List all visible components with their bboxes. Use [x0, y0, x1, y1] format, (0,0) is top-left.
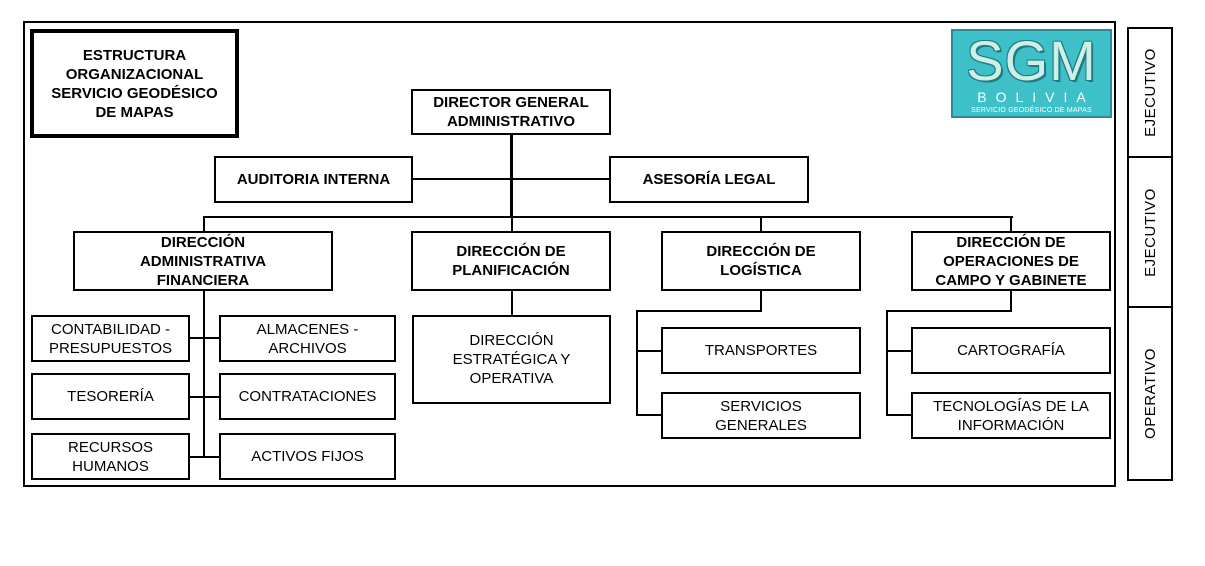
connector-logistics-spine [636, 310, 638, 416]
level-label-text: EJECUTIVO [1141, 187, 1159, 277]
level-label-executive-middle: EJECUTIVO [1127, 156, 1173, 308]
warehouses-archives-box: ALMACENES - ARCHIVOS [219, 315, 396, 362]
level-label-text: EJECUTIVO [1141, 48, 1159, 137]
connector-directorates-bus [203, 216, 1013, 218]
logo-country: BOLIVIA [977, 89, 1095, 105]
connector-it [886, 414, 912, 416]
planning-directorate-box: DIRECCIÓN DE PLANIFICACIÓN [411, 231, 611, 291]
connector-admin-drop [203, 216, 205, 233]
chart-title: ESTRUCTURA ORGANIZACIONAL SERVICIO GEODÉ… [30, 29, 239, 138]
human-resources-box: RECURSOS HUMANOS [31, 433, 190, 480]
connector-general [636, 414, 662, 416]
admin-finance-directorate-box: DIRECCIÓN ADMINISTRATIVA FINANCIERA [73, 231, 333, 291]
connector-logistics-across [636, 310, 762, 312]
general-services-box: SERVICIOS GENERALES [661, 392, 861, 439]
information-technology-box: TECNOLOGÍAS DE LA INFORMACIÓN [911, 392, 1111, 439]
connector-treasury [188, 396, 220, 398]
chart-frame [23, 21, 1116, 487]
connector-operations-across [886, 310, 1012, 312]
connector-accounting [188, 337, 220, 339]
treasury-box: TESORERÍA [31, 373, 190, 420]
legal-advisory-box: ASESORÍA LEGAL [609, 156, 809, 203]
cartography-box: CARTOGRAFÍA [911, 327, 1111, 374]
logo-tagline: SERVICIO GEODÉSICO DE MAPAS [971, 107, 1092, 114]
connector-operations-down [1010, 290, 1012, 311]
connector-cartography [886, 350, 912, 352]
connector-admin-spine [203, 290, 205, 458]
procurement-box: CONTRATACIONES [219, 373, 396, 420]
connector-transport [636, 350, 662, 352]
level-label-operative: OPERATIVO [1127, 306, 1173, 481]
accounting-budget-box: CONTABILIDAD - PRESUPUESTOS [31, 315, 190, 362]
connector-logistics-down [760, 290, 762, 311]
connector-planning-drop [511, 216, 513, 233]
operations-directorate-box: DIRECCIÓN DE OPERACIONES DE CAMPO Y GABI… [911, 231, 1111, 291]
strategic-operational-box: DIRECCIÓN ESTRATÉGICA Y OPERATIVA [412, 315, 611, 404]
connector-hr [188, 456, 220, 458]
director-general-box: DIRECTOR GENERAL ADMINISTRATIVO [411, 89, 611, 135]
connector-planning-child [511, 290, 513, 316]
connector-staff [411, 178, 611, 180]
connector-operations-drop [1010, 216, 1012, 233]
level-label-executive-top: EJECUTIVO [1127, 27, 1173, 158]
sgm-logo: SGM BOLIVIA SERVICIO GEODÉSICO DE MAPAS [951, 29, 1112, 118]
transport-box: TRANSPORTES [661, 327, 861, 374]
logo-acronym: SGM [966, 29, 1097, 92]
level-label-text: OPERATIVO [1141, 348, 1159, 439]
fixed-assets-box: ACTIVOS FIJOS [219, 433, 396, 480]
connector-operations-spine [886, 310, 888, 416]
logistics-directorate-box: DIRECCIÓN DE LOGÍSTICA [661, 231, 861, 291]
connector-logistics-drop [760, 216, 762, 233]
connector-trunk [510, 134, 513, 218]
internal-audit-box: AUDITORIA INTERNA [214, 156, 413, 203]
